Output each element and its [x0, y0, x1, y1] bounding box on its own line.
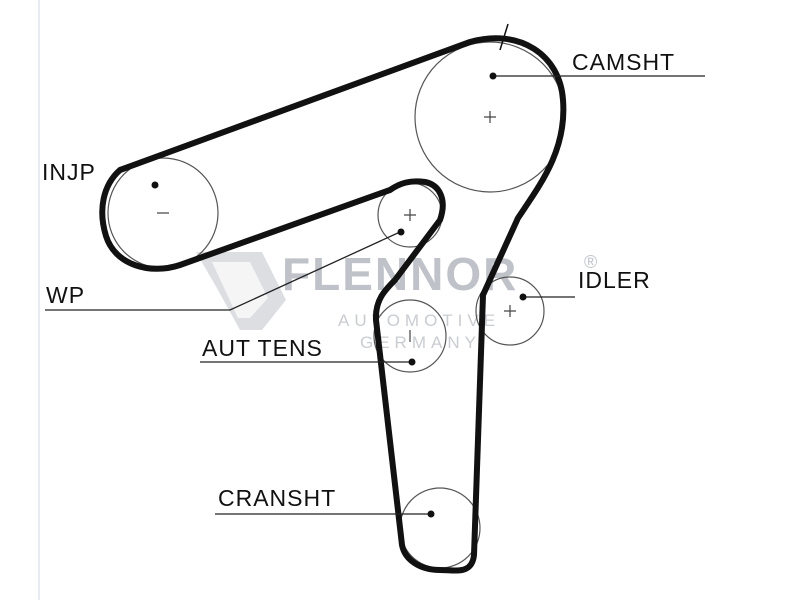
- centre-marks: [157, 111, 516, 342]
- crankshaft-leader-dot: [427, 510, 435, 518]
- crankshaft-pulley: [399, 487, 481, 569]
- water-pump-centre-mark: [404, 209, 416, 221]
- label-water-pump: WP: [46, 282, 85, 308]
- watermark-logo-inner: [212, 262, 268, 318]
- idler-leader-dot: [519, 293, 527, 301]
- injection-pump-leader-dot: [151, 181, 159, 189]
- camshaft-leader-dot: [489, 72, 497, 80]
- watermark-line-2: GERMANY: [360, 333, 481, 352]
- label-injection-pump: INJP: [42, 159, 96, 185]
- component-labels: CAMSHT INJP IDLER WP AUT TENS CRANSHT: [42, 49, 675, 511]
- timing-belt: [99, 35, 567, 574]
- camshaft-centre-mark: [484, 111, 496, 123]
- label-camshaft: CAMSHT: [572, 49, 675, 75]
- camshaft-timing-mark: [499, 23, 509, 51]
- idler-centre-mark: [504, 305, 516, 317]
- watermark-registered-mark: ®: [584, 252, 597, 272]
- auto-tensioner-pulley: [373, 299, 447, 373]
- label-crankshaft: CRANSHT: [218, 485, 336, 511]
- water-pump-leader-line: [45, 231, 401, 311]
- pulleys: [107, 41, 566, 569]
- leader-dots: [151, 72, 527, 518]
- water-pump-leader-dot: [397, 228, 405, 236]
- auto-tensioner-leader-dot: [408, 358, 416, 366]
- label-auto-tensioner: AUT TENS: [202, 335, 323, 361]
- leader-lines: [45, 75, 705, 515]
- left-margin-line: [38, 0, 40, 600]
- label-idler: IDLER: [578, 267, 651, 293]
- idler-pulley: [475, 276, 545, 346]
